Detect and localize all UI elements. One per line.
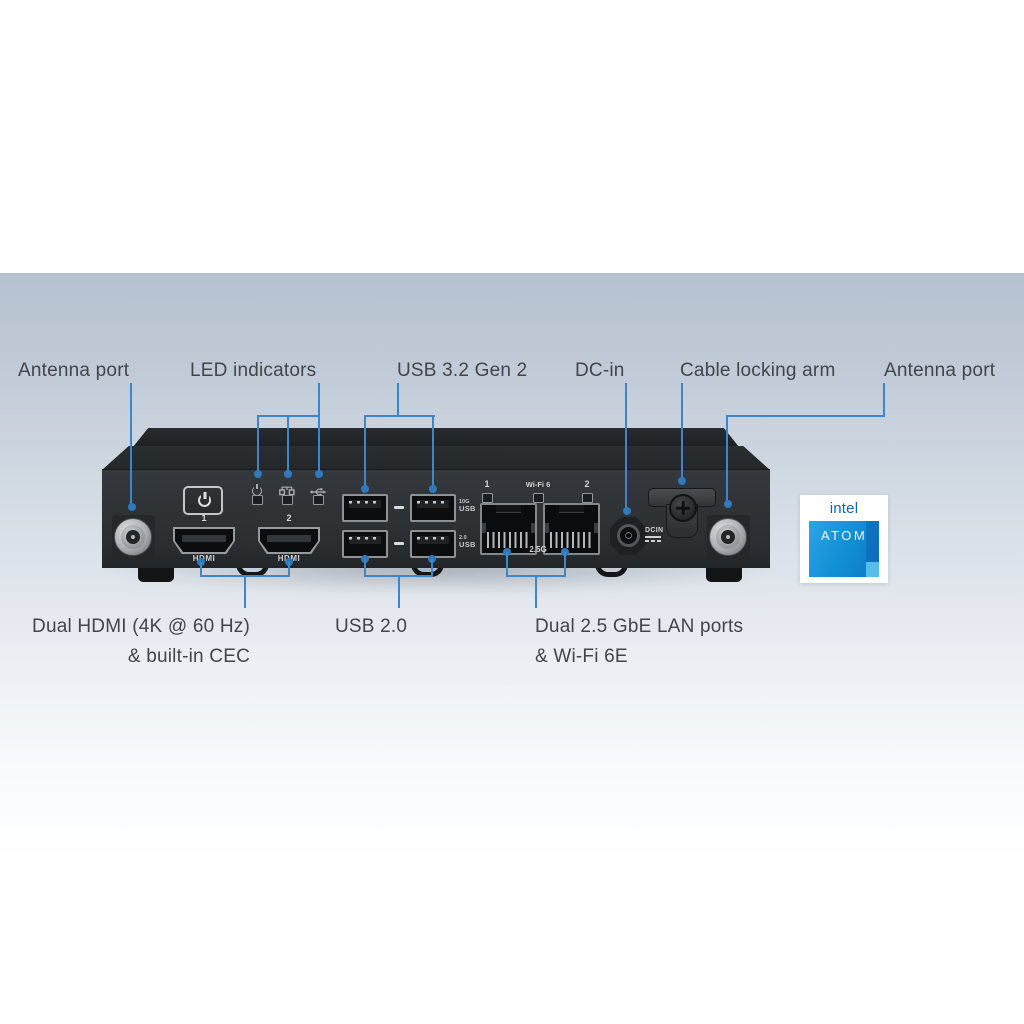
label-lan-line1: Dual 2.5 GbE LAN ports	[535, 616, 744, 637]
usb-32-port-1[interactable]	[342, 494, 388, 522]
callout-line-led-2	[287, 415, 289, 473]
usb-led	[313, 495, 324, 505]
dcin-text: DCIN	[645, 527, 664, 534]
callout-stub-usb20	[398, 575, 400, 608]
callout-stub-hdmi	[244, 575, 246, 608]
usb-32-port-2[interactable]	[410, 494, 456, 522]
lan-led	[282, 495, 293, 505]
callout-dot-usb32-2	[429, 485, 437, 493]
usb-20-port-2[interactable]	[410, 530, 456, 558]
callout-dot-usb32-1	[361, 485, 369, 493]
hdmi-port1-number: 1	[201, 513, 207, 523]
chassis-top-rail	[133, 428, 739, 447]
usb-bottom-label-text: USB	[459, 540, 476, 549]
callout-bracket-usb32	[364, 415, 435, 417]
callout-line-usb20-1	[364, 559, 366, 577]
intel-logo: intel	[829, 500, 859, 517]
label-cable-locking-arm: Cable locking arm	[680, 360, 836, 381]
lan-led-icon	[279, 483, 295, 501]
lan1-led	[482, 493, 493, 503]
label-lan-wifi: Dual 2.5 GbE LAN ports & Wi-Fi 6E	[535, 612, 743, 672]
callout-elbow-antenna-right	[726, 415, 885, 417]
callout-dot-antenna-right	[724, 500, 732, 508]
badge-corner-cell	[866, 562, 879, 577]
label-usb-20: USB 2.0	[335, 616, 408, 637]
label-dual-hdmi-line1: Dual HDMI (4K @ 60 Hz)	[32, 616, 250, 637]
callout-line-lan-1	[506, 552, 508, 577]
wifi-led	[533, 493, 544, 503]
usb-top-label-text: USB	[459, 504, 476, 513]
antenna-port-left-connector	[114, 518, 152, 556]
label-dual-hdmi: Dual HDMI (4K @ 60 Hz) & built-in CEC	[20, 612, 250, 672]
callout-dot-led-2	[284, 470, 292, 478]
callout-dot-dcin	[623, 507, 631, 515]
callout-line-usb32-1	[364, 415, 366, 487]
dc-voltage-symbol-icon	[645, 536, 661, 542]
dc-in-jack[interactable]	[610, 517, 647, 555]
usb-top-speed-text: 10G	[459, 499, 470, 505]
label-antenna-port-left: Antenna port	[18, 360, 130, 381]
badge-blue-square: ATOM	[809, 521, 879, 577]
wifi6-label: Wi-Fi 6	[525, 480, 551, 489]
callout-line-usb32	[397, 383, 399, 417]
power-button[interactable]	[183, 486, 223, 515]
callout-line-led-1	[257, 415, 259, 473]
hdmi-port2-number: 2	[286, 513, 292, 523]
label-usb-32-gen2: USB 3.2 Gen 2	[397, 360, 528, 381]
hdmi-port-2[interactable]	[258, 527, 320, 554]
phillips-screw-icon[interactable]	[669, 494, 697, 522]
callout-line-dcin	[625, 383, 627, 511]
label-antenna-port-right: Antenna port	[884, 360, 996, 381]
usb-row-divider	[394, 542, 404, 545]
callout-dot-led-1	[254, 470, 262, 478]
usb-bottom-row-marking: 2.0 USB	[459, 535, 485, 548]
callout-dot-led-3	[315, 470, 323, 478]
callout-line-hdmi-1	[200, 562, 202, 577]
label-dc-in: DC-in	[575, 360, 625, 381]
hdmi-port-1[interactable]	[173, 527, 235, 554]
chassis-foot-left	[138, 565, 174, 582]
gradient-backdrop	[0, 273, 1024, 1024]
callout-stub-lan	[535, 575, 537, 608]
usb-led-icon	[310, 484, 327, 502]
power-led	[252, 495, 263, 505]
callout-line-antenna-right-2	[726, 415, 728, 503]
callout-line-antenna-left	[130, 383, 132, 506]
label-lan-line2: & Wi-Fi 6E	[535, 646, 628, 667]
callout-dot-cable-arm	[678, 477, 686, 485]
lan2-led	[582, 493, 593, 503]
lan-led1-label: 1	[484, 479, 490, 489]
atom-logo: ATOM	[820, 528, 868, 543]
callout-line-usb20-2	[431, 559, 433, 577]
chassis-lid	[102, 446, 770, 470]
usb-bottom-speed-text: 2.0	[459, 535, 467, 541]
callout-dot-antenna-left	[128, 503, 136, 511]
callout-line-cable-arm	[681, 383, 683, 481]
callout-line-hdmi-2	[288, 562, 290, 577]
power-icon	[198, 492, 211, 507]
dc-in-marking: DCIN	[645, 527, 663, 542]
callout-line-led	[318, 383, 320, 417]
callout-line-lan-2	[564, 552, 566, 577]
callout-line-usb32-2	[432, 415, 434, 487]
antenna-port-right-connector	[709, 518, 747, 556]
label-dual-hdmi-line2: & built-in CEC	[127, 646, 250, 667]
chassis-foot-right	[706, 565, 742, 582]
callout-line-led-3	[318, 415, 320, 473]
lan-port-1[interactable]	[480, 503, 537, 555]
intel-atom-badge: intel ATOM	[800, 495, 888, 583]
label-led-indicators: LED indicators	[190, 360, 317, 381]
callout-line-antenna-right	[883, 383, 885, 417]
lan-port-2[interactable]	[543, 503, 600, 555]
usb-20-port-1[interactable]	[342, 530, 388, 558]
usb-top-row-marking: 10G USB	[459, 499, 485, 512]
lan-speed-marking: 2.5G	[529, 545, 547, 554]
usb-row-divider	[394, 506, 404, 509]
lan-led2-label: 2	[584, 479, 590, 489]
